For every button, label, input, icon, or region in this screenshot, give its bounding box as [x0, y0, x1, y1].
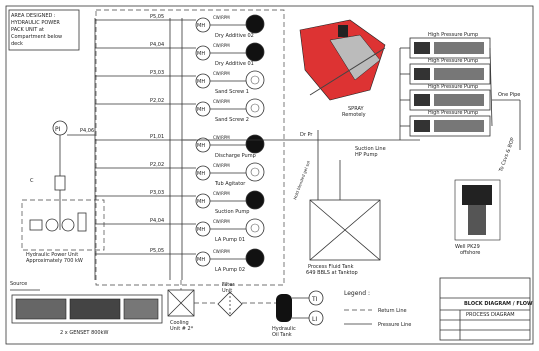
area-note: AREA DESIGNED : HYDRAULIC POWER PACK UNI… — [9, 10, 79, 50]
svg-text:HYDRAULIC POWER: HYDRAULIC POWER — [11, 20, 60, 26]
mh-label: MH — [197, 257, 205, 263]
pressure-line-label: P5,05 — [150, 14, 164, 20]
svg-text:TI: TI — [311, 296, 318, 303]
pressure-line-label: P4,04 — [150, 218, 164, 224]
pressure-line-label: P2,02 — [150, 98, 164, 104]
svg-text:offshore: offshore — [460, 250, 480, 256]
svg-text:PI: PI — [55, 126, 61, 133]
equipment-label: Dry Additive 01 — [215, 61, 254, 67]
equipment-label: Tub Agitator — [214, 181, 246, 187]
svg-text:deck: deck — [11, 41, 23, 47]
pressure-line-label: P3,03 — [150, 70, 164, 76]
svg-text:Pressure Line: Pressure Line — [378, 322, 411, 328]
svg-text:PROCESS DIAGRAM: PROCESS DIAGRAM — [466, 312, 515, 318]
mh-label: MH — [197, 143, 205, 149]
mh-label: MH — [197, 171, 205, 177]
svg-text:Compartment below: Compartment below — [11, 34, 62, 40]
rpm-label: CW/RPM — [213, 191, 230, 196]
rpm-label: CW/RPM — [213, 43, 230, 48]
svg-text:649 BBLS at Tanktop: 649 BBLS at Tanktop — [306, 270, 358, 276]
rpm-label: CW/RPM — [213, 99, 230, 104]
hp-pump-label: High Pressure Pump — [428, 32, 478, 38]
equipment-symbol — [246, 99, 264, 117]
svg-text:Legend :: Legend : — [344, 290, 370, 297]
rpm-label: CW/RPM — [213, 71, 230, 76]
svg-text:Approximately 700 kW: Approximately 700 kW — [26, 258, 83, 264]
pressure-line-label: P4,04 — [150, 42, 164, 48]
equipment-symbol — [246, 249, 264, 267]
svg-text:Remotely: Remotely — [342, 112, 366, 118]
one-pipe-label: One Pipe — [498, 92, 520, 98]
equipment-label: Sand Screw 2 — [215, 117, 249, 123]
equipment-label: Suction Pump — [215, 209, 249, 215]
svg-text:BLOCK DIAGRAM / FLOW: BLOCK DIAGRAM / FLOW — [464, 301, 533, 307]
equipment-label: Dry Additive 02 — [215, 33, 254, 39]
temperature-indicator: TI — [309, 291, 323, 305]
hp-pump-label: High Pressure Pump — [428, 58, 478, 64]
svg-text:P4,06: P4,06 — [80, 128, 94, 134]
pressure-line-label: P1,01 — [150, 134, 164, 140]
equipment-symbol — [246, 219, 264, 237]
equipment-symbol — [246, 15, 264, 33]
pressure-line-label: P2,02 — [150, 162, 164, 168]
equipment-label: LA Pump 02 — [215, 267, 245, 273]
equipment-symbol — [246, 135, 264, 153]
mh-label: MH — [197, 79, 205, 85]
check-valve-symbol — [55, 176, 65, 190]
pressure-line-label: P3,03 — [150, 190, 164, 196]
svg-text:AREA DESIGNED :: AREA DESIGNED : — [11, 13, 56, 19]
svg-text:2 x GENSET 800kW: 2 x GENSET 800kW — [60, 330, 109, 336]
dr-pr-label: Dr Pr — [300, 132, 313, 138]
rpm-label: CW/RPM — [213, 163, 230, 168]
pressure-line-label: P5,05 — [150, 248, 164, 254]
equipment-symbol — [246, 163, 264, 181]
equipment-symbol — [246, 71, 264, 89]
mh-label: MH — [197, 199, 205, 205]
source-label: Source — [10, 281, 27, 287]
hp-pump-label: High Pressure Pump — [428, 110, 478, 116]
equipment-symbol — [246, 43, 264, 61]
mh-label: MH — [197, 227, 205, 233]
svg-text:Return Line: Return Line — [378, 308, 407, 314]
equipment-label: Sand Screw 1 — [215, 89, 249, 95]
rpm-label: CW/RPM — [213, 219, 230, 224]
cooling-unit: Cooling Unit # 2* — [168, 290, 194, 332]
equipment-label: LA Pump 01 — [215, 237, 245, 243]
check-valve-label: C — [30, 178, 34, 184]
rpm-label: CW/RPM — [213, 15, 230, 20]
mh-label: MH — [197, 23, 205, 29]
svg-text:PACK UNIT at: PACK UNIT at — [11, 27, 44, 33]
level-indicator: LI — [309, 311, 323, 325]
svg-text:Unit: Unit — [222, 288, 232, 294]
equipment-symbol — [246, 191, 264, 209]
hp-pump-label: High Pressure Pump — [428, 84, 478, 90]
svg-text:HP Pump: HP Pump — [355, 152, 378, 158]
rpm-label: CW/RPM — [213, 135, 230, 140]
mh-label: MH — [197, 51, 205, 57]
rpm-label: CW/RPM — [213, 249, 230, 254]
title-block: BLOCK DIAGRAM / FLOW PROCESS DIAGRAM — [440, 278, 533, 340]
equipment-label: Discharge Pump — [215, 153, 256, 159]
svg-text:Oil Tank: Oil Tank — [272, 332, 292, 338]
svg-text:LI: LI — [312, 316, 317, 323]
mh-label: MH — [197, 107, 205, 113]
svg-text:Unit # 2*: Unit # 2* — [170, 326, 194, 332]
